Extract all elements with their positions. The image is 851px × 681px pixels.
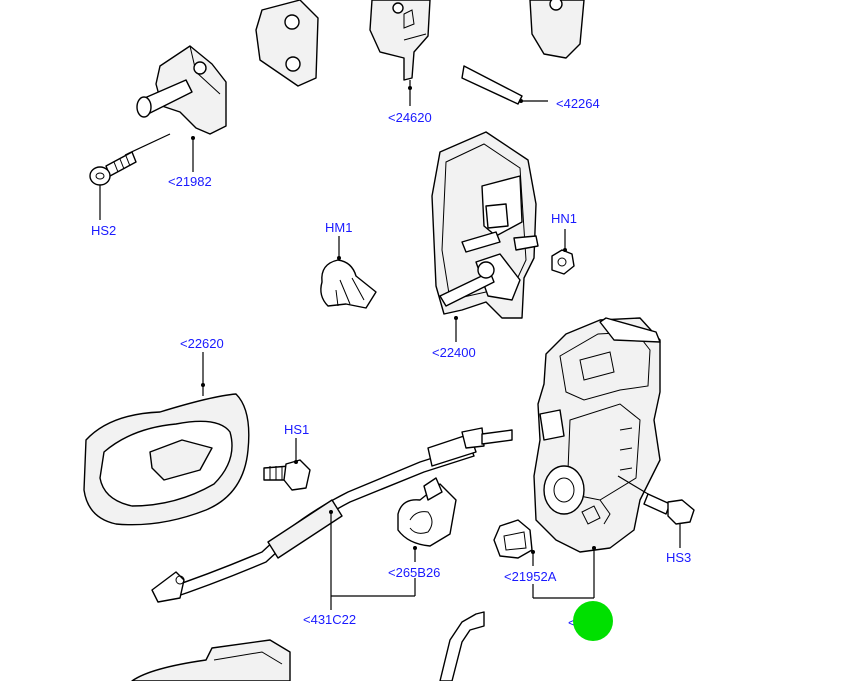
leader-hs3-axis — [617, 475, 649, 495]
screw-hs2[interactable] — [89, 151, 137, 186]
mounting-plate-part[interactable] — [255, 0, 319, 87]
leader-dot — [201, 383, 205, 387]
callout-hs1[interactable]: HS1 — [284, 422, 309, 437]
connector-21952a[interactable] — [493, 519, 533, 559]
inner-handle-22400[interactable] — [431, 131, 539, 319]
screw-hs1[interactable] — [263, 459, 311, 491]
part-24620[interactable] — [369, 0, 431, 81]
callout-hm1[interactable]: HM1 — [325, 220, 352, 235]
leader-dot — [563, 248, 567, 252]
clip-265b26[interactable] — [397, 477, 457, 547]
bottom-handle-part[interactable] — [131, 639, 291, 681]
callout-hn1[interactable]: HN1 — [551, 211, 577, 226]
callout-431c22[interactable]: <431C22 — [303, 612, 356, 627]
leader-dot — [191, 136, 195, 140]
callout-hs3[interactable]: HS3 — [666, 550, 691, 565]
cable-431c22[interactable] — [151, 427, 513, 603]
callout-hidden[interactable]: < — [568, 615, 576, 630]
nut-hn1[interactable] — [551, 249, 575, 275]
callout-24620[interactable]: <24620 — [388, 110, 432, 125]
callout-22620[interactable]: <22620 — [180, 336, 224, 351]
part-42264[interactable] — [461, 65, 523, 105]
leader-dot — [592, 546, 596, 550]
leader-dot — [329, 510, 333, 514]
callout-22400[interactable]: <22400 — [432, 345, 476, 360]
callout-hs2[interactable]: HS2 — [91, 223, 116, 238]
leader-dot — [454, 316, 458, 320]
screw-hs3[interactable] — [643, 493, 695, 525]
bezel-22620[interactable] — [83, 393, 250, 526]
green-circle-marker-icon — [573, 601, 613, 641]
part-21982[interactable] — [136, 45, 227, 135]
leader-dot — [337, 256, 341, 260]
leader-dot — [408, 86, 412, 90]
leader-dot — [519, 99, 523, 103]
callout-21952a[interactable]: <21952A — [504, 569, 557, 584]
clip-hm1[interactable] — [320, 259, 377, 309]
door-latch-actuator[interactable] — [533, 317, 661, 553]
callout-21982[interactable]: <21982 — [168, 174, 212, 189]
latch-plate-part[interactable] — [529, 0, 585, 59]
leader-dot — [413, 546, 417, 550]
callout-42264[interactable]: <42264 — [556, 96, 600, 111]
leader-21982-screw — [124, 133, 171, 156]
callout-265b26[interactable]: <265B26 — [388, 565, 440, 580]
leader-dot — [531, 550, 535, 554]
bottom-rod-part[interactable] — [439, 611, 485, 681]
leader-dot — [294, 460, 298, 464]
